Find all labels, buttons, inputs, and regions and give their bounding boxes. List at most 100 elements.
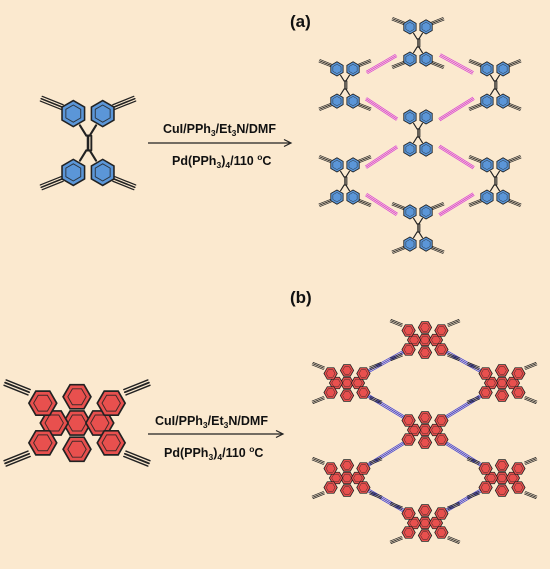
phenyl-ring-inner — [421, 111, 431, 122]
terminal-alkyne-c — [39, 100, 62, 111]
monomer-tetraethynyltriphenylene — [3, 379, 151, 467]
terminal-alkyne-b — [467, 362, 480, 368]
terminal-alkyne-b — [389, 536, 402, 542]
terminal-alkyne — [358, 60, 372, 66]
terminal-alkyne — [467, 492, 480, 498]
diyne-linker — [366, 55, 397, 73]
terminal-alkyne — [431, 247, 445, 253]
terminal-alkyne-b — [525, 459, 538, 465]
terminal-alkyne-b — [448, 504, 461, 510]
aryl-bond — [412, 231, 418, 239]
fused-ring-inner — [403, 416, 414, 425]
fused-ring-inner — [513, 464, 524, 473]
fused-ring — [323, 386, 338, 399]
terminal-alkyne — [391, 247, 405, 253]
phenyl-ring-inner — [332, 96, 342, 107]
fused-ring-inner — [358, 464, 369, 473]
terminal-alkyne-c — [391, 19, 404, 25]
phenyl-ring-inner — [498, 63, 508, 74]
fused-ring-inner — [403, 435, 414, 444]
phenyl-ring — [403, 51, 417, 67]
terminal-alkyne-b — [125, 384, 151, 396]
aryl-bond — [495, 74, 501, 82]
aryl-bond — [345, 184, 351, 192]
fused-ring — [478, 462, 493, 475]
phenyl-ring-inner — [65, 163, 82, 182]
terminal-alkyne-c — [469, 201, 482, 207]
fused-ring — [323, 462, 338, 475]
reaction-arrow-b — [148, 429, 285, 439]
fused-ring — [494, 364, 510, 377]
fused-ring — [406, 516, 422, 530]
terminal-alkyne — [467, 363, 480, 369]
terminal-alkyne-b — [112, 180, 135, 191]
diyne-linker-b — [367, 491, 403, 512]
terminal-alkyne — [524, 458, 537, 464]
fused-ring — [511, 386, 526, 399]
aryl-bond — [418, 122, 424, 130]
fused-ring — [434, 414, 449, 427]
fused-ring-inner — [497, 486, 507, 495]
phenyl-ring-inner — [498, 96, 508, 107]
terminal-alkyne-c — [318, 157, 331, 163]
terminal-alkyne-b — [123, 455, 149, 467]
phenyl-ring — [496, 189, 510, 205]
fused-ring-inner — [497, 366, 507, 375]
terminal-alkyne-c — [389, 504, 402, 510]
diyne-linker-b — [438, 147, 474, 170]
terminal-alkyne-c — [467, 398, 480, 404]
fused-ring — [339, 364, 355, 377]
terminal-alkyne-b — [5, 379, 31, 391]
fused-ring-inner — [420, 438, 430, 447]
diyne-linker-c — [366, 193, 398, 214]
terminal-alkyne — [508, 104, 522, 110]
fused-ring — [401, 324, 416, 337]
diyne-linker-c — [366, 97, 399, 119]
phenyl-ring — [330, 189, 344, 205]
phenyl-ring — [346, 93, 360, 109]
fused-ring — [62, 436, 92, 463]
diyne-linker-c — [367, 56, 398, 74]
terminal-alkyne — [369, 397, 382, 403]
terminal-alkyne-b — [319, 59, 332, 65]
phenyl-ring — [61, 158, 86, 187]
aryl-bond — [495, 184, 501, 192]
conditions-a-line2: Pd(PPh3)4/110 oC — [172, 152, 271, 170]
fused-ring-inner — [403, 326, 414, 335]
phenyl-ring-inner — [332, 63, 342, 74]
fused-ring-inner — [409, 518, 419, 528]
fused-ring-inner — [409, 335, 419, 345]
fused-ring — [339, 389, 355, 402]
terminal-alkyne — [467, 458, 480, 464]
terminal-alkyne-c — [125, 450, 151, 462]
terminal-alkyne-b — [392, 202, 405, 208]
terminal-alkyne-b — [525, 364, 538, 370]
fused-ring-inner — [358, 369, 369, 378]
reaction-arrow-a — [148, 138, 293, 148]
fused-ring-inner — [513, 369, 524, 378]
terminal-alkyne — [318, 156, 332, 162]
fused-ring — [27, 390, 58, 417]
aryl-bond — [495, 170, 501, 178]
diyne-linker — [365, 194, 398, 215]
terminal-alkyne-b — [389, 353, 402, 359]
fused-ring — [96, 390, 127, 417]
terminal-alkyne-b — [509, 157, 522, 163]
terminal-alkyne-b — [114, 100, 137, 111]
terminal-alkyne-c — [312, 398, 325, 404]
terminal-alkyne-c — [447, 319, 460, 325]
fused-ring — [494, 389, 510, 402]
phenyl-ring — [496, 93, 510, 109]
fused-ring — [339, 484, 355, 497]
terminal-alkyne — [391, 62, 405, 68]
terminal-alkyne — [358, 156, 372, 162]
phenyl-ring-inner — [421, 206, 431, 217]
terminal-alkyne-b — [369, 493, 382, 499]
fused-ring-inner — [420, 348, 430, 357]
fused-ring-inner — [420, 413, 430, 422]
terminal-alkyne-b — [311, 396, 324, 402]
terminal-alkyne-b — [41, 95, 64, 106]
fused-ring-inner — [44, 414, 64, 432]
terminal-alkyne-b — [468, 103, 481, 109]
phenyl-ring-inner — [348, 63, 358, 74]
